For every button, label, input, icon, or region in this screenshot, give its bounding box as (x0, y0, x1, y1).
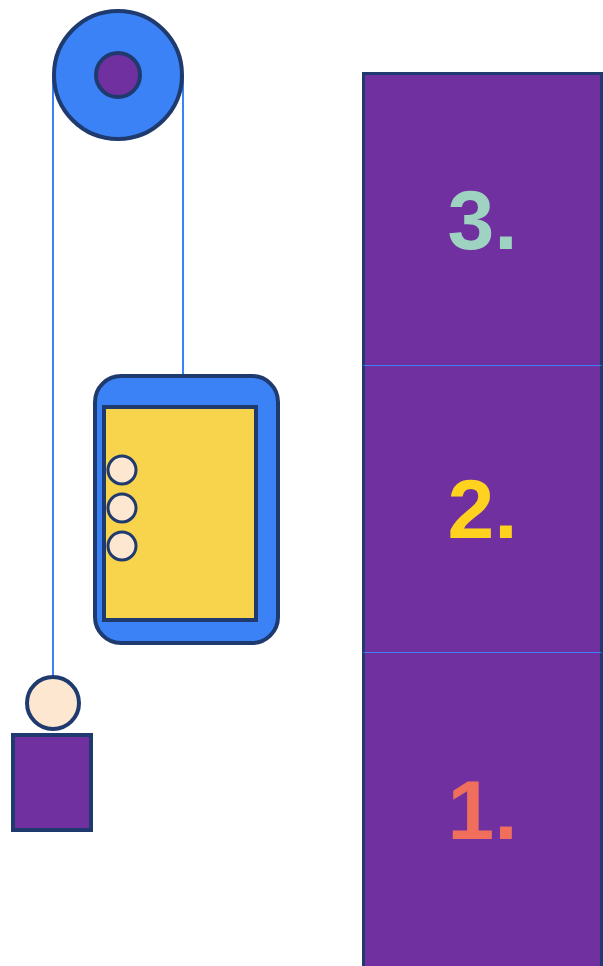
floor-number: 3. (447, 178, 517, 262)
floor-band: 2. (362, 366, 603, 653)
car-door (104, 407, 256, 620)
floor-number: 1. (447, 768, 517, 852)
counterweight (13, 735, 91, 830)
floor-band: 1. (362, 653, 603, 966)
car-rope (182, 75, 184, 378)
call-button (108, 494, 136, 522)
counterweight-rope (52, 75, 54, 678)
floor-band: 3. (362, 72, 603, 366)
elevator-car (95, 376, 278, 643)
floor-number: 2. (447, 467, 517, 551)
counterweight-hook (27, 677, 79, 729)
call-button (108, 532, 136, 560)
call-button (108, 456, 136, 484)
pulley-wheel (54, 11, 182, 139)
pulley-axle (96, 53, 140, 97)
